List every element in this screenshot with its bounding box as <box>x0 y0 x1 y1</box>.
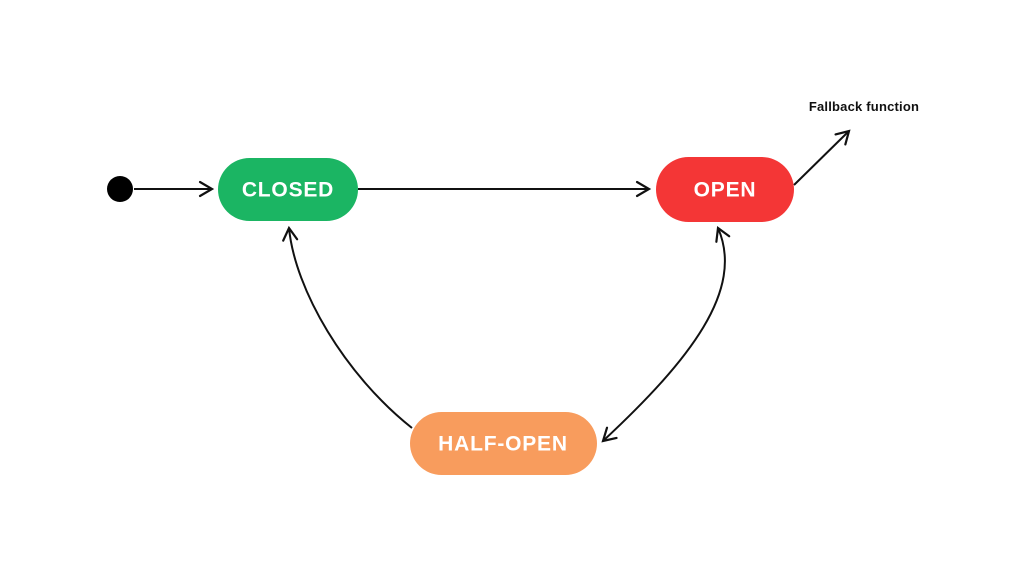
state-half-open-label: HALF-OPEN <box>438 433 568 456</box>
state-open-pill <box>656 157 794 222</box>
state-half-open: HALF-OPEN <box>410 412 597 475</box>
state-closed-label: CLOSED <box>242 179 334 202</box>
edge-halfopen-to-closed <box>282 225 413 429</box>
state-open-label: OPEN <box>694 179 757 202</box>
state-open: OPEN <box>656 157 794 222</box>
initial-state-dot <box>107 176 133 202</box>
edge-open-to-fallback <box>793 129 851 186</box>
state-half-open-pill <box>410 412 597 475</box>
fallback-function-label: Fallback function <box>809 99 919 114</box>
edge-open-halfopen-bidirectional <box>601 225 731 443</box>
state-closed: CLOSED <box>218 158 358 221</box>
state-closed-pill <box>218 158 358 221</box>
